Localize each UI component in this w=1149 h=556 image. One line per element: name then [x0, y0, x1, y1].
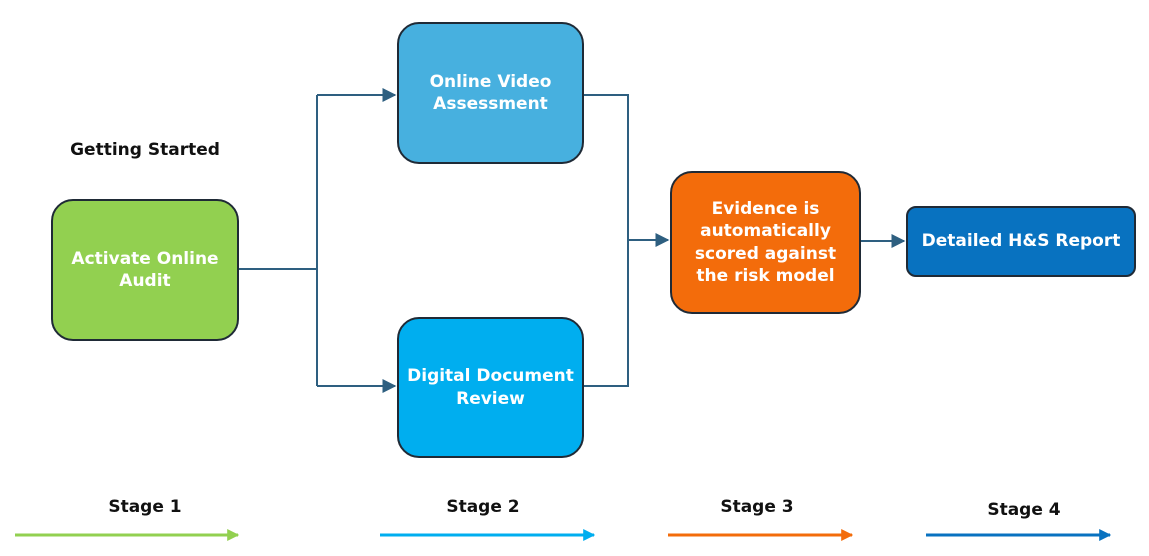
- detailed-report-label: Detailed H&S Report: [921, 231, 1121, 252]
- stage-2-label: Stage 2: [446, 497, 520, 517]
- stage-1-label: Stage 1: [108, 497, 182, 517]
- online-video-assessment-box: Online Video Assessment: [397, 22, 584, 164]
- digital-document-review-box: Digital Document Review: [397, 317, 584, 458]
- digital-document-review-label: Digital Document Review: [407, 366, 574, 409]
- connector-document-out: [584, 240, 629, 387]
- stage-3-label: Stage 3: [720, 497, 794, 517]
- connector-video-out: [584, 94, 629, 240]
- getting-started-heading: Getting Started: [70, 140, 220, 160]
- online-video-assessment-label: Online Video Assessment: [429, 71, 552, 114]
- activate-online-audit-box: Activate Online Audit: [51, 199, 239, 341]
- detailed-report-box: Detailed H&S Report: [906, 206, 1136, 277]
- stage-4-label: Stage 4: [987, 500, 1061, 520]
- activate-online-audit-label: Activate Online Audit: [71, 248, 219, 291]
- evidence-scoring-box: Evidence is automatically scored against…: [670, 171, 861, 314]
- evidence-scoring-label: Evidence is automatically scored against…: [694, 199, 837, 286]
